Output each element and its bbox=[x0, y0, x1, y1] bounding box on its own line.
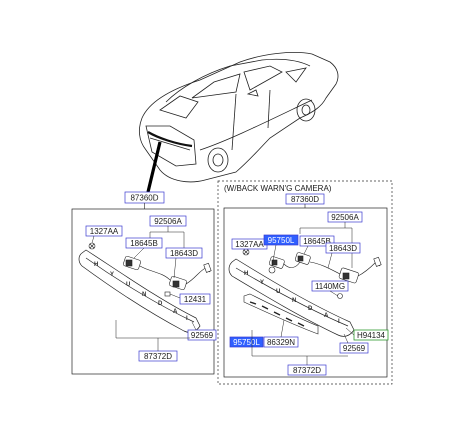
left-emblem-letter-2: Y bbox=[110, 272, 114, 278]
svg-text:92569: 92569 bbox=[343, 344, 366, 353]
right-garnish bbox=[228, 258, 355, 337]
left-emblem-letter-1: H bbox=[94, 262, 98, 268]
svg-text:18645B: 18645B bbox=[303, 237, 331, 246]
callout-right-86329n[interactable]: 86329N bbox=[263, 336, 299, 348]
right-emblem-letter-3: U bbox=[276, 289, 280, 295]
svg-text:1140MG: 1140MG bbox=[315, 282, 345, 291]
car-illustration bbox=[138, 52, 339, 183]
right-emblem-letter-5: D bbox=[308, 306, 313, 312]
svg-text:92569: 92569 bbox=[191, 331, 214, 340]
right-emblem-letter-1: H bbox=[244, 271, 248, 277]
callout-left-12431[interactable]: 12431 bbox=[179, 293, 211, 305]
callout-right-h94134[interactable]: H94134 bbox=[353, 329, 389, 341]
callout-left-18645b[interactable]: 18645B bbox=[125, 237, 163, 249]
svg-text:87372D: 87372D bbox=[293, 366, 321, 375]
camera-bezel bbox=[243, 293, 319, 335]
callout-left-87372d[interactable]: 87372D bbox=[138, 350, 178, 362]
svg-text:18645B: 18645B bbox=[130, 239, 158, 248]
callout-left-18643d[interactable]: 18643D bbox=[165, 247, 203, 259]
svg-text:86329N: 86329N bbox=[267, 338, 295, 347]
svg-text:18643D: 18643D bbox=[170, 249, 198, 258]
right-emblem-letter-4: N bbox=[292, 298, 296, 304]
svg-text:92506A: 92506A bbox=[331, 213, 359, 222]
left-emblem-letters: H Y U N D A I bbox=[94, 262, 188, 322]
left-garnish bbox=[78, 249, 201, 333]
right-emblem-letter-2: Y bbox=[260, 280, 264, 286]
right-panel-frame bbox=[223, 207, 388, 378]
left-emblem-letter-7: I bbox=[186, 316, 188, 322]
callout-car-ref[interactable]: 87360D bbox=[124, 191, 165, 204]
svg-text:H94134: H94134 bbox=[357, 331, 386, 340]
right-emblem-letters: H Y U N D A I bbox=[244, 271, 340, 325]
callout-right-95750l-bottom[interactable]: 95750L bbox=[229, 336, 264, 348]
right-panel-title: (W/BACK WARN'G CAMERA) bbox=[224, 184, 332, 193]
left-emblem-letter-3: U bbox=[126, 282, 130, 288]
callout-right-92506a[interactable]: 92506A bbox=[327, 211, 363, 223]
left-emblem-letter-5: D bbox=[158, 301, 163, 307]
callout-right-1140mg[interactable]: 1140MG bbox=[311, 280, 349, 292]
svg-text:18643D: 18643D bbox=[329, 244, 357, 253]
svg-text:92506A: 92506A bbox=[154, 217, 182, 226]
svg-text:95750L: 95750L bbox=[233, 338, 260, 347]
left-emblem-letter-4: N bbox=[142, 292, 146, 298]
svg-text:87360D: 87360D bbox=[291, 195, 319, 204]
callout-right-95750l-top[interactable]: 95750L bbox=[263, 234, 299, 246]
callout-right-1327aa[interactable]: 1327AA bbox=[231, 238, 268, 250]
svg-text:87372D: 87372D bbox=[144, 352, 172, 361]
callout-left-92569[interactable]: 92569 bbox=[187, 329, 217, 341]
right-emblem-letter-7: I bbox=[338, 319, 340, 325]
callout-left-92506a[interactable]: 92506A bbox=[149, 215, 187, 227]
callout-right-92569[interactable]: 92569 bbox=[339, 342, 369, 354]
svg-text:95750L: 95750L bbox=[268, 236, 295, 245]
car-leader-line bbox=[146, 141, 162, 193]
callout-right-87372d[interactable]: 87372D bbox=[287, 364, 327, 376]
callout-right-18645b[interactable]: 18645B bbox=[299, 235, 335, 247]
svg-text:12431: 12431 bbox=[184, 295, 207, 304]
left-emblem-letter-6: A bbox=[173, 309, 178, 315]
callout-right-18643d[interactable]: 18643D bbox=[325, 242, 361, 254]
left-screw bbox=[88, 242, 96, 250]
left-license-lamps bbox=[123, 255, 212, 297]
svg-text:1327AA: 1327AA bbox=[90, 227, 119, 236]
right-emblem-letter-6: A bbox=[324, 313, 329, 319]
callout-car-ref-text: 87360D bbox=[130, 194, 158, 203]
right-panel-outer-frame bbox=[217, 180, 393, 385]
left-panel-frame bbox=[71, 208, 215, 375]
right-license-lamps bbox=[268, 252, 382, 284]
callout-left-1327aa[interactable]: 1327AA bbox=[85, 225, 123, 237]
svg-text:1327AA: 1327AA bbox=[235, 240, 264, 249]
callout-right-ref[interactable]: 87360D bbox=[285, 193, 325, 205]
